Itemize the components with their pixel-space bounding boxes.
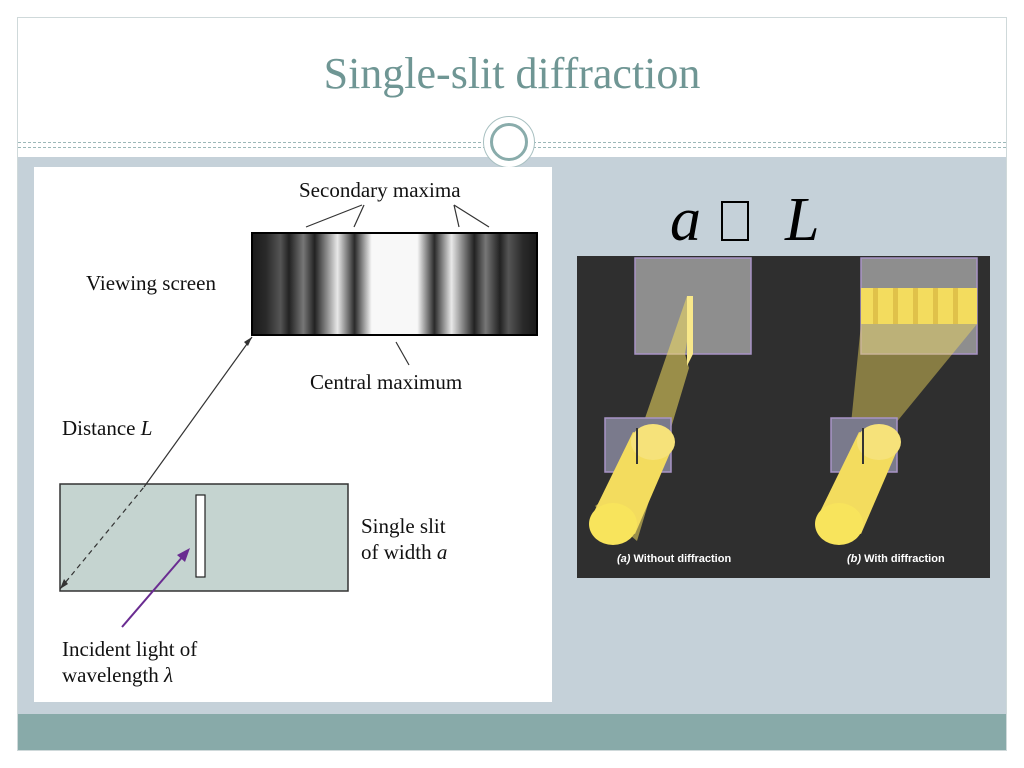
single-slit-diagram: Secondary maxima Viewing screen Central … [34,167,552,702]
footer-bar [18,714,1006,750]
viewing-screen-label: Viewing screen [86,271,216,295]
slide-title: Single-slit diffraction [323,49,701,98]
caption-with-diffraction: (b) With diffraction [847,553,945,565]
viewing-screen [251,232,538,336]
distance-label: Distance L [62,416,153,440]
condition-formula: a L [670,185,819,256]
slit-opening [195,494,206,578]
caption-without-diffraction: (a) Without diffraction [617,553,732,565]
central-maximum-label: Central maximum [310,370,463,394]
missing-relation-glyph [721,200,749,241]
divider-circle-ornament [483,116,535,168]
formula-variable-L: L [785,186,820,254]
single-slit-diagram-drawing [59,204,538,628]
formula-variable-a: a [670,186,701,254]
secondary-maxima-label: Secondary maxima [299,178,461,202]
diffraction-comparison-figure: (a) Without diffraction (b) With diffrac… [577,256,990,578]
diffraction-comparison-drawing [589,257,978,545]
